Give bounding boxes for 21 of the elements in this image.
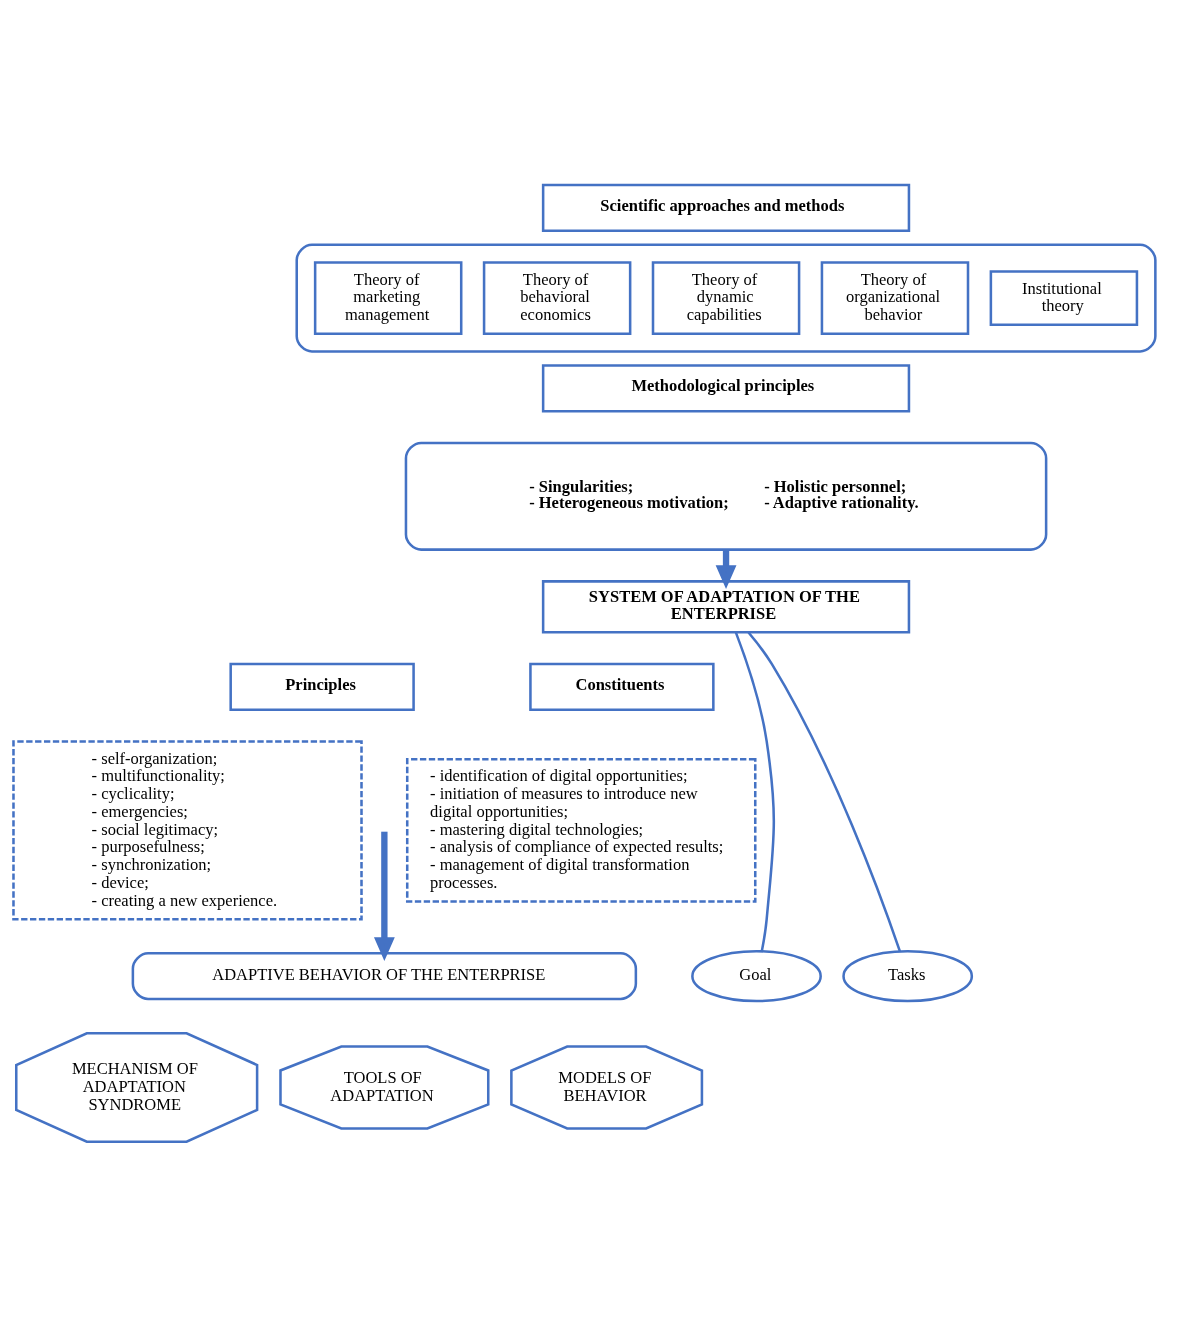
node-box: SYSTEM OF ADAPTATION OF THE ENTERPRISE xyxy=(541,580,911,634)
node-box: Theory of dynamic capabilities xyxy=(651,261,801,335)
node-ellipse: Tasks xyxy=(842,949,974,1003)
node-box: Theory of organizational behavior xyxy=(820,261,970,335)
node-box: Constituents xyxy=(529,662,715,711)
node-box: Theory of behavioral economics xyxy=(482,261,632,335)
node-box: Principles xyxy=(229,662,415,711)
node-box: Institutional theory xyxy=(989,270,1139,327)
arrow xyxy=(373,831,395,962)
node-box: - identification of digital opportunities; - initiation of measures to introduce new digital opportunities; - mastering digital technologies; - analysis of compliance of expected results; - management of digital transformation processes. xyxy=(405,757,757,903)
node-box: Methodological principles xyxy=(541,364,911,413)
arrow xyxy=(715,549,737,590)
node-box: - Singularities; - Heterogeneous motivation; - Holistic personnel; - Adaptive rationality. xyxy=(404,441,1048,551)
node-box: Scientific approaches and methods xyxy=(541,183,911,233)
connector xyxy=(747,631,902,952)
node-ellipse: Goal xyxy=(691,949,822,1003)
node-box: ADAPTIVE BEHAVIOR OF THE ENTERPRISE xyxy=(131,952,638,1001)
cluster xyxy=(295,243,1157,353)
node-box: Theory of marketing management xyxy=(313,261,463,335)
connector xyxy=(734,632,776,951)
node-box: - self-organization; - multifunctionality; - cyclicality; - emergencies; - social legitimacy; - purposefulness; - synchronization; - device; - creating a new experience. xyxy=(12,740,363,921)
